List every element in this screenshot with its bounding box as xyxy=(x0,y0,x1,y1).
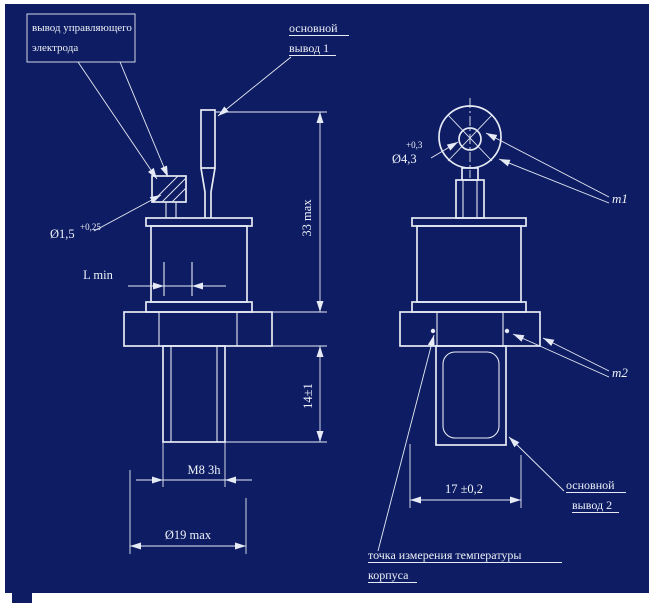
callout-m1: m1 xyxy=(485,132,628,206)
main-lead1-label-line1: основной xyxy=(289,21,338,35)
dimension-17: 17 ±0,2 xyxy=(409,444,522,508)
left-view-control-electrode xyxy=(151,175,187,218)
callout-main-lead-1: основной вывод 1 xyxy=(217,21,349,117)
dim-dia15-text: Ø1,5 xyxy=(50,227,75,241)
dim-14-text: 14±1 xyxy=(301,383,315,409)
temp-point-label-line2: корпуса xyxy=(368,568,409,582)
control-electrode-label-line1: вывод управляющего xyxy=(32,22,132,34)
dim-dia15-tolerance: +0,25 xyxy=(80,222,101,232)
dimension-dia43: +0,3 Ø4,3 xyxy=(392,140,459,166)
temp-point-label-line1: точка измерения температуры xyxy=(368,548,521,562)
dimension-dia19: Ø19 max xyxy=(129,470,247,554)
temperature-point-left xyxy=(430,328,436,334)
dim-dia43-tolerance: +0,3 xyxy=(406,140,423,150)
dim-33-max-text: 33 max xyxy=(300,199,314,237)
m2-label: m2 xyxy=(612,365,628,380)
drawing-background xyxy=(5,4,649,603)
dim-thread-text: М8 3h xyxy=(188,463,222,477)
dimension-thread-m8: М8 3h xyxy=(136,442,252,487)
main-lead2-label-line1: основной xyxy=(566,478,615,492)
dim-dia19-text: Ø19 max xyxy=(165,528,212,542)
dim-17-text: 17 ±0,2 xyxy=(445,482,483,496)
dim-l-min-text: L min xyxy=(83,268,113,282)
m1-label: m1 xyxy=(612,191,628,206)
control-electrode-label-line2: электрода xyxy=(32,42,78,54)
callout-temperature-point: точка измерения температуры корпуса xyxy=(368,334,562,583)
callout-m2: m2 xyxy=(512,333,628,380)
main-lead2-label-line2: вывод 2 xyxy=(572,498,612,512)
dimension-l-min: L min xyxy=(83,268,226,290)
callout-main-lead-2: основной вывод 2 xyxy=(508,436,626,513)
left-view-main-lead xyxy=(200,109,216,218)
dimension-14: 14±1 xyxy=(225,345,327,443)
dimension-dia15: Ø1,5 +0,25 xyxy=(50,194,162,241)
dim-dia43-text: Ø4,3 xyxy=(392,152,417,166)
main-lead1-label-line2: вывод 1 xyxy=(289,41,329,55)
temperature-point-right xyxy=(504,328,510,334)
right-view-body xyxy=(411,217,527,313)
callout-control-electrode: вывод управляющего электрода xyxy=(26,13,169,180)
right-view-threaded-stud xyxy=(435,345,507,446)
left-view-threaded-stud xyxy=(162,345,226,443)
dimension-33-max: 33 max xyxy=(216,111,327,313)
